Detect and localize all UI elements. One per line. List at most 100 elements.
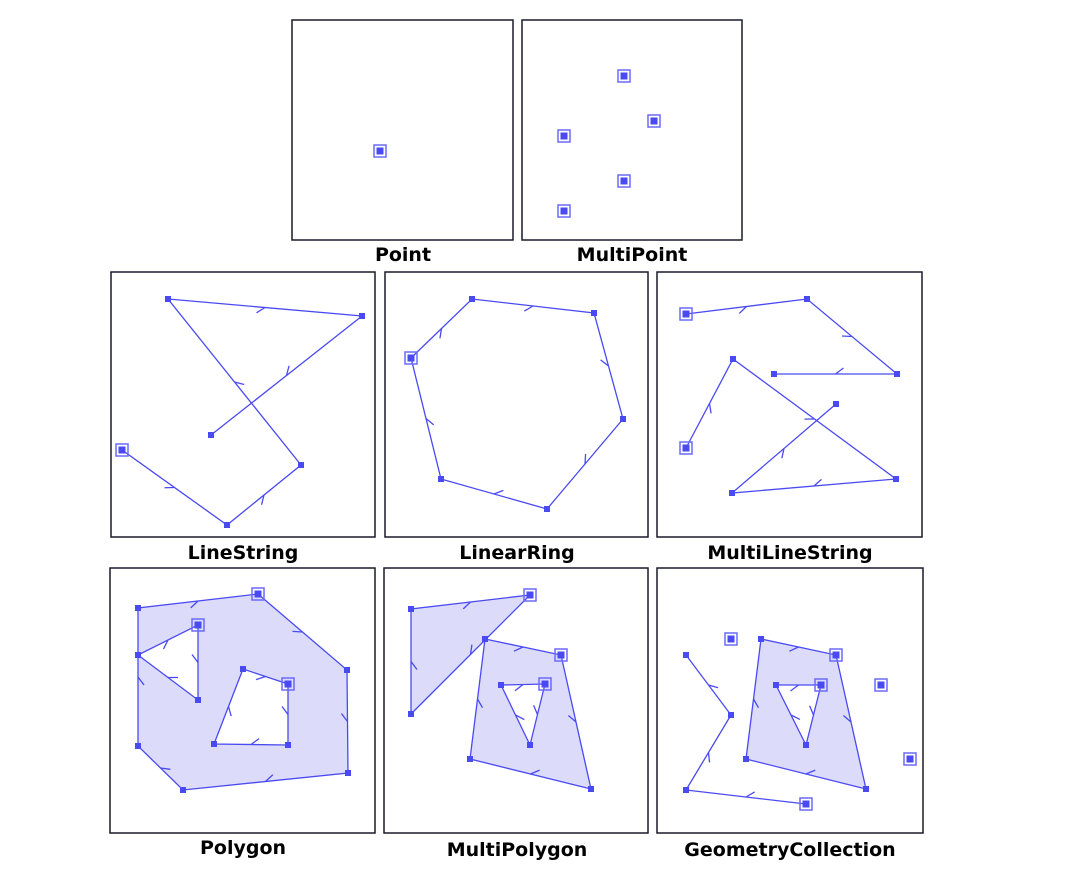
direction-tick <box>285 365 290 376</box>
vertex <box>345 770 351 776</box>
start-vertex-marker <box>557 129 571 143</box>
direction-tick <box>281 706 289 715</box>
vertex <box>135 605 141 611</box>
panel-point: Point <box>291 19 514 266</box>
direction-tick <box>781 448 785 459</box>
panel-label: Point <box>375 244 431 266</box>
direction-tick <box>410 661 418 670</box>
panel-multipolygon: MultiPolygon <box>383 567 649 861</box>
direction-tick <box>809 705 815 716</box>
start-vertex-marker <box>679 441 693 455</box>
direction-tick <box>493 489 504 495</box>
vertex <box>802 800 810 808</box>
vertex <box>893 476 899 482</box>
direction-tick <box>515 714 525 721</box>
vertex <box>408 606 414 612</box>
direction-tick <box>260 494 265 505</box>
vertex <box>408 711 414 717</box>
vertex <box>438 476 444 482</box>
vertex <box>620 72 628 80</box>
direction-tick <box>476 698 484 709</box>
vertex <box>359 313 365 319</box>
start-vertex-marker <box>523 588 537 602</box>
start-vertex-marker <box>538 677 552 691</box>
start-vertex-marker <box>799 797 813 811</box>
vertex <box>240 666 246 672</box>
vertex <box>894 371 900 377</box>
vertex <box>683 787 689 793</box>
direction-tick <box>227 706 232 717</box>
start-vertex-marker <box>814 678 828 692</box>
start-vertex-marker <box>679 307 693 321</box>
panel-label: LineString <box>188 542 299 564</box>
direction-tick <box>255 675 266 681</box>
vertex <box>650 117 658 125</box>
direction-tick <box>708 403 712 414</box>
direction-tick <box>513 646 524 652</box>
vertex <box>683 652 689 658</box>
direction-tick <box>835 367 844 375</box>
start-vertex-marker <box>404 351 418 365</box>
start-vertex-marker <box>829 648 843 662</box>
vertex <box>467 756 473 762</box>
start-vertex-marker <box>647 114 661 128</box>
direction-tick <box>707 752 711 763</box>
vertex <box>284 680 292 688</box>
direction-tick <box>790 684 799 692</box>
vertex <box>285 742 291 748</box>
direction-tick <box>469 644 473 655</box>
vertex <box>408 355 414 361</box>
panel-label: MultiPoint <box>577 244 688 266</box>
vertex <box>254 590 262 598</box>
panel-label: GeometryCollection <box>684 839 895 861</box>
direction-tick <box>842 715 852 723</box>
direction-tick <box>256 306 266 314</box>
start-vertex-marker <box>191 618 205 632</box>
direction-tick <box>530 769 540 775</box>
start-vertex-marker <box>557 204 571 218</box>
panel-label: Polygon <box>200 837 286 859</box>
vertex <box>730 356 736 362</box>
direction-tick <box>191 654 199 663</box>
start-vertex-marker <box>903 752 917 766</box>
vertex <box>376 147 384 155</box>
vertex <box>682 310 690 318</box>
direction-tick <box>789 646 799 652</box>
vertex <box>729 490 735 496</box>
vertex <box>211 741 217 747</box>
vertex <box>682 444 690 452</box>
direction-tick <box>340 713 349 722</box>
vertex <box>224 522 230 528</box>
vertex <box>803 742 809 748</box>
start-vertex-marker <box>281 677 295 691</box>
panel-linestring: LineString <box>110 271 376 564</box>
vertex <box>195 697 201 703</box>
vertex <box>194 621 202 629</box>
vertex <box>758 636 764 642</box>
direction-tick <box>425 417 435 426</box>
vertex <box>482 636 488 642</box>
direction-tick <box>234 381 245 386</box>
direction-tick <box>250 738 260 746</box>
start-vertex-marker <box>724 632 738 646</box>
panel-label: MultiLineString <box>707 542 872 564</box>
direction-tick <box>137 676 145 686</box>
direction-tick <box>813 478 822 487</box>
start-vertex-marker <box>373 144 387 158</box>
vertex <box>526 591 534 599</box>
vertex <box>165 296 171 302</box>
vertex <box>591 310 597 316</box>
direction-tick <box>292 630 303 633</box>
vertex <box>544 506 550 512</box>
vertex <box>773 682 779 688</box>
start-vertex-marker <box>874 678 888 692</box>
vertex <box>118 446 126 454</box>
direction-tick <box>514 683 524 692</box>
vertex <box>469 296 475 302</box>
panel-geometrycollection: GeometryCollection <box>656 567 924 861</box>
vertex <box>832 651 840 659</box>
start-vertex-marker <box>617 69 631 83</box>
direction-tick <box>265 774 274 782</box>
direction-tick <box>738 306 747 314</box>
